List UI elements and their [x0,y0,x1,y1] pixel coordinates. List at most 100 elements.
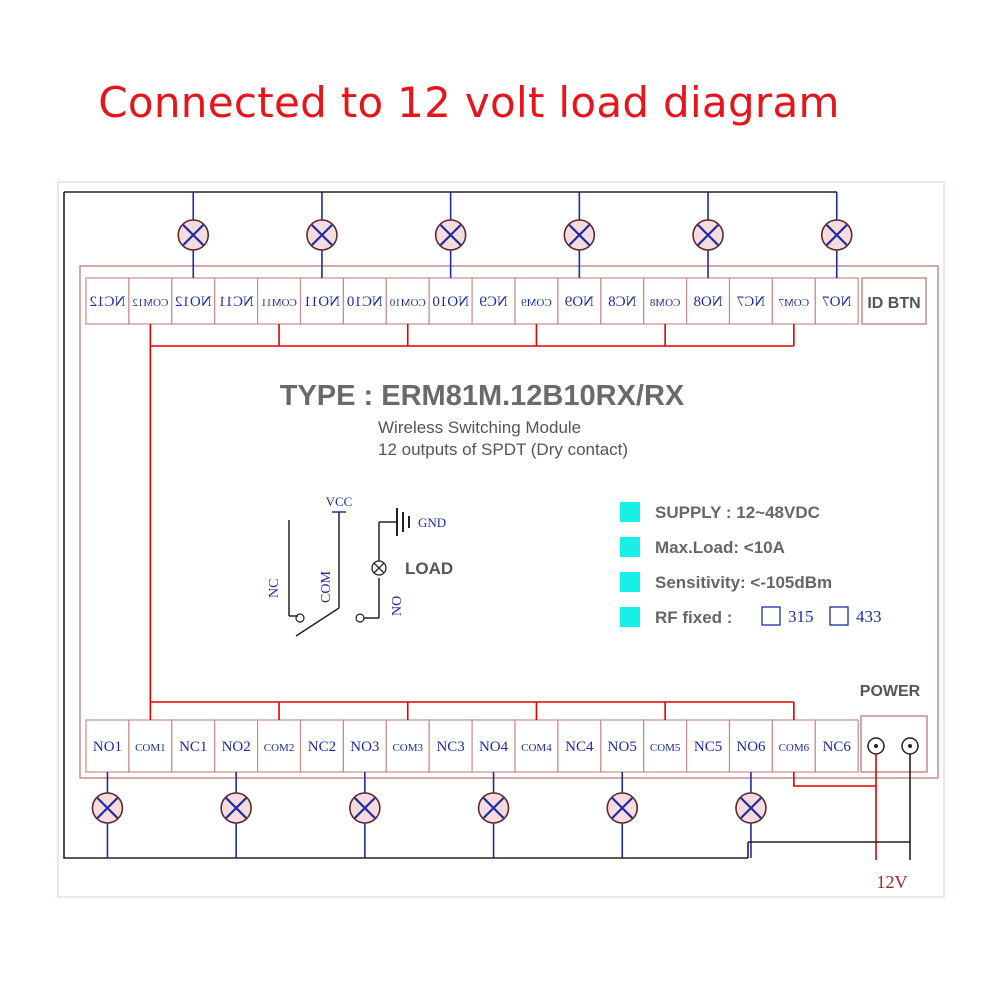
terminal-label-nc2: NC2 [308,739,336,755]
terminal-label-no9: NO9 [565,294,594,310]
power-terminal-block [860,715,928,773]
terminal-cell [214,719,259,773]
terminal-label-com3: COM3 [392,742,423,754]
spec-text: Max.Load: <10A [655,538,785,557]
terminal-label-no5: NO5 [608,739,637,755]
spec-bullet [620,502,640,522]
terminal-label-nc12: NC12 [90,294,126,310]
rf-option-label: 433 [856,607,882,626]
terminal-label-com1: COM1 [135,742,166,754]
lamp-icon [177,219,210,251]
terminal-label-nc11: NC11 [219,294,254,310]
terminal-cell [814,719,859,773]
terminal-label-no7: NO7 [822,294,852,310]
lamp-icon [477,792,510,824]
rf-315-checkbox[interactable] [761,606,781,626]
terminal-cell [257,277,302,325]
terminal-cell [814,277,859,325]
id-button-label: ID BTN [867,295,920,312]
module-description-2: 12 outputs of SPDT (Dry contact) [378,440,628,459]
lamp-icon [563,219,596,251]
terminal-label-com10: COM10 [389,297,426,309]
spec-text: RF fixed : [655,608,732,627]
module-description-1: Wireless Switching Module [378,418,581,437]
terminal-cell [85,719,130,773]
svg-text:VCC: VCC [326,494,353,509]
terminal-label-com5: COM5 [650,742,681,754]
spec-bullet [620,607,640,627]
terminal-label-com7: COM7 [778,297,809,309]
rf-option-label: 315 [788,607,814,626]
red-power-wire [793,772,877,860]
terminal-cell [85,277,130,325]
terminal-label-no2: NO2 [222,739,251,755]
terminal-cell [643,277,688,325]
svg-text:COM: COM [319,571,334,603]
terminal-label-no12: NO12 [175,294,212,310]
terminal-cell [600,719,645,773]
terminal-cell [557,719,602,773]
svg-text:LOAD: LOAD [405,559,453,578]
voltage-label: 12V [877,872,908,892]
module-type: TYPE : ERM81M.12B10RX/RX [280,380,685,412]
terminal-label-nc10: NC10 [347,294,383,310]
id-button[interactable] [861,277,927,325]
terminal-label-no6: NO6 [736,739,766,755]
terminal-cell [471,277,516,325]
terminal-label-nc7: NC7 [736,294,765,310]
relay-symbol: VCC GND LOAD NC COM NO [267,494,453,637]
terminal-label-nc5: NC5 [694,739,722,755]
spec-bullet [620,537,640,557]
svg-text:NC: NC [267,579,282,598]
wires [63,191,911,860]
terminal-cell [385,277,430,325]
terminal-label-com9: COM9 [521,297,552,309]
terminal-label-nc1: NC1 [179,739,207,755]
terminal-cell [171,719,216,773]
lamp-icon [91,792,124,824]
terminal-label-nc8: NC8 [608,294,636,310]
lamp-icon [820,219,853,251]
terminal-cell [728,277,774,325]
terminal-label-com6: COM6 [779,742,810,754]
lamp-icon [220,792,252,824]
spec-bullet [620,572,640,592]
terminal-label-nc6: NC6 [823,739,852,755]
lamp-icon [735,792,767,824]
page-title: Connected to 12 volt load diagram [98,78,840,127]
terminal-label-com12: COM12 [132,297,168,309]
lamp-icon [306,219,338,251]
terminal-label-no1: NO1 [93,739,122,755]
terminal-cell [428,277,473,325]
lamp-icon [349,792,381,824]
terminal-cell [342,719,387,773]
terminal-label-nc4: NC4 [565,739,594,755]
terminal-label-com8: COM8 [649,297,680,309]
terminal-cell [557,277,602,325]
terminal-label-no4: NO4 [479,739,509,755]
power-label: POWER [860,683,921,700]
sheet-border [57,181,945,898]
spec-text: SUPPLY : 12~48VDC [655,503,820,522]
terminal-label-no10: NO10 [432,294,469,310]
lamp-icon [606,792,639,824]
black-return [63,192,748,859]
lamp-icon [692,219,724,251]
svg-text:GND: GND [418,515,446,530]
terminal-label-no11: NO11 [304,294,340,310]
terminal-cell [214,277,259,325]
terminal-cell [728,719,774,773]
terminal-cell [471,719,516,773]
rf-433-checkbox[interactable] [829,606,849,626]
terminal-cell [428,719,473,773]
terminal-label-nc3: NC3 [436,739,464,755]
terminal-label-nc9: NC9 [479,294,507,310]
terminal-cell [514,719,559,773]
svg-text:NO: NO [390,596,405,616]
terminal-cell [514,277,559,325]
terminal-cell [299,277,345,325]
